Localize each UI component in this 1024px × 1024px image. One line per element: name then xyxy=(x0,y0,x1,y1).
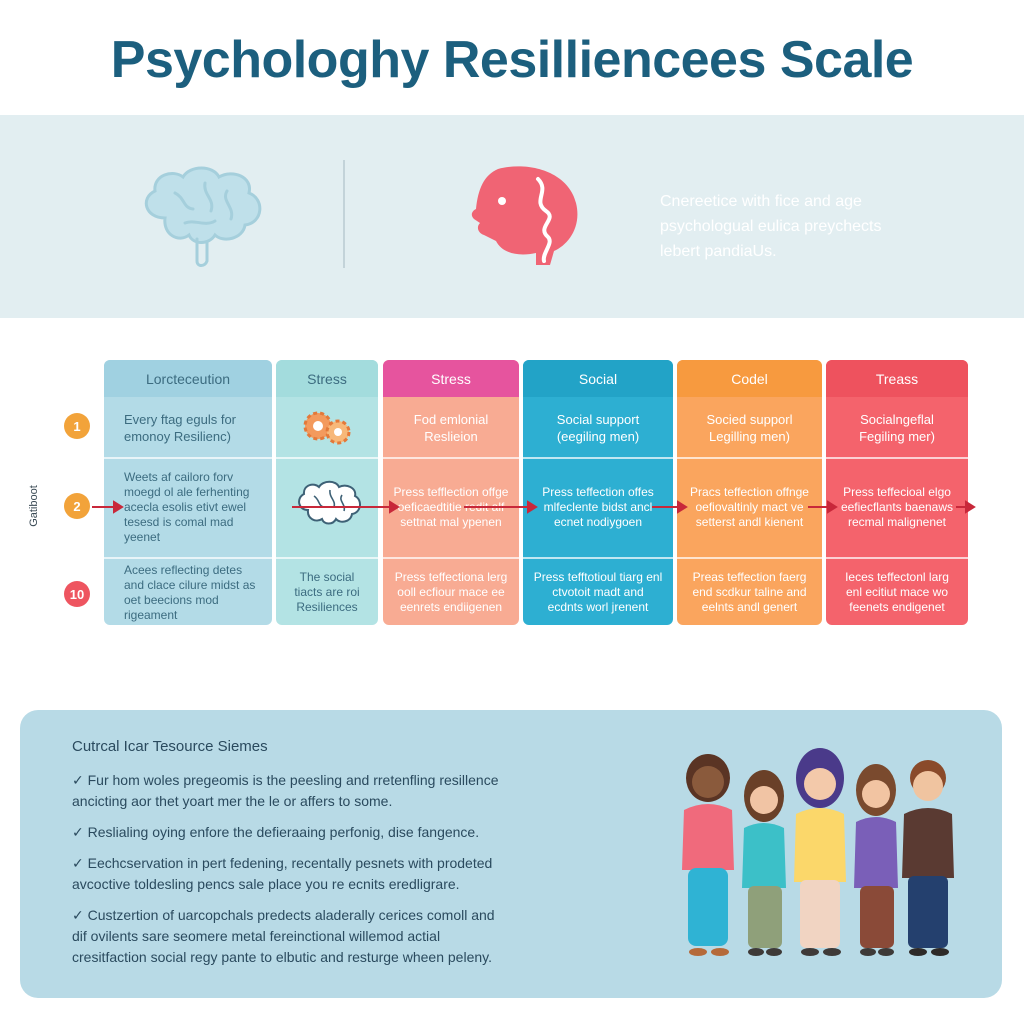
table-cell: Acees reflecting detes and clace cilure … xyxy=(124,562,256,622)
table-cell: Pracs teffection offnge oefiovaltinly ma… xyxy=(690,485,809,529)
table-cell: Social support (eegiling men) xyxy=(556,411,640,444)
page-title: Psychologhy Resilliencees Scale xyxy=(110,31,914,89)
list-item: ✓ Custzertion of uarcopchals predects al… xyxy=(72,905,632,968)
table-cell: Every ftag eguls for emonoy Resilienc) xyxy=(124,411,236,444)
row-divider xyxy=(677,457,822,459)
table-cell: Press tefftotioul tiarg enl ctvotoit mad… xyxy=(533,570,663,614)
column-header: Treass xyxy=(826,360,968,397)
table-cell: Socied supporl Legilling men) xyxy=(706,411,793,444)
column-stress: Stress The social tiacts are roi Resilie… xyxy=(276,360,378,625)
hero-banner: Cnereetice with fice and age psychologua… xyxy=(0,115,1024,318)
table-cell: Preas teffection faerg end scdkur taline… xyxy=(692,570,807,614)
table-cell: The social tiacts are roi Resiliences xyxy=(294,570,360,614)
bullet-line: ✓ Fur hom woles pregeomis is the peeslin… xyxy=(72,772,499,788)
bullet-line: cresitfaction social regy pante to elbut… xyxy=(72,949,492,965)
table-cell: Fod emlonial Reslieion xyxy=(413,411,489,444)
person-figure xyxy=(742,770,786,956)
row-divider xyxy=(826,457,968,459)
bullet-line: ancicting aor thet yoart mer the le or a… xyxy=(72,793,393,809)
column-codel: Codel Socied supporl Legilling men) Prac… xyxy=(677,360,822,625)
person-figure xyxy=(854,764,898,956)
column-header: Codel xyxy=(677,360,822,397)
table-cell: Press teffectiona lerg ooll ecfiour mace… xyxy=(394,570,508,614)
person-figure xyxy=(902,760,954,956)
bullet-line: ✓ Eechcservation in pert fedening, recen… xyxy=(72,855,493,871)
person-figure xyxy=(682,754,734,956)
column-header: Social xyxy=(523,360,673,397)
hero-text-line: Cnereetice with fice and age xyxy=(660,193,862,210)
list-item: ✓ Eechcservation in pert fedening, recen… xyxy=(72,853,632,895)
resources-panel: Cutrcal Icar Tesource Siemes ✓ Fur hom w… xyxy=(20,710,1002,998)
row-divider xyxy=(276,457,378,459)
column-lorcteceution: Lorcteceution Every ftag eguls for emono… xyxy=(104,360,272,625)
row-divider xyxy=(826,557,968,559)
resources-title: Cutrcal Icar Tesource Siemes xyxy=(72,738,268,755)
row-divider xyxy=(523,457,673,459)
table-cell: Ieces teffectonl larg enl ecitiut mace w… xyxy=(845,570,949,614)
column-stress-emotional: Stress Fod emlonial Reslieion Press teff… xyxy=(383,360,519,625)
row-divider xyxy=(104,457,272,459)
bullet-line: avcoctive toldesling pencs sale place yo… xyxy=(72,876,460,892)
row-divider xyxy=(276,557,378,559)
column-header: Lorcteceution xyxy=(104,360,272,397)
row-badge-1: 1 xyxy=(64,413,90,439)
hero-text-line: lebert pandiaUs. xyxy=(660,243,777,260)
column-social: Social Social support (eegiling men) Pre… xyxy=(523,360,673,625)
table-cell: Press teffection offes mlfeclente bidst … xyxy=(542,485,654,529)
person-figure xyxy=(794,748,846,956)
row-divider xyxy=(677,557,822,559)
row-axis-label: Gatiboot xyxy=(28,485,40,527)
row-badge-2: 2 xyxy=(64,493,90,519)
bullet-line: ✓ Custzertion of uarcopchals predects al… xyxy=(72,907,495,923)
head-profile-icon xyxy=(471,166,578,265)
hero-divider xyxy=(343,160,345,268)
table-cell: Press tefflection offge oeficaedtitie re… xyxy=(393,485,509,529)
bullet-line: ✓ Reslialing oying enfore the defieraain… xyxy=(72,824,480,840)
resources-list: ✓ Fur hom woles pregeomis is the peeslin… xyxy=(72,770,632,978)
hero-text-line: psychologual eulica preychects xyxy=(660,218,882,235)
row-divider xyxy=(523,557,673,559)
column-header: Stress xyxy=(383,360,519,397)
resilience-table: Lorcteceution Every ftag eguls for emono… xyxy=(104,360,968,625)
column-header: Stress xyxy=(276,360,378,397)
bullet-line: dif ovilents sare seomere metal fereinct… xyxy=(72,928,441,944)
table-cell: Socialngeflal Fegiling mer) xyxy=(859,411,935,444)
column-treass: Treass Socialngeflal Fegiling mer) Press… xyxy=(826,360,968,625)
hero-description: Cnereetice with fice and age psychologua… xyxy=(660,189,990,264)
people-group-illustration xyxy=(682,748,954,956)
table-cell: Press teffecioal elgo eefiecflants baena… xyxy=(840,485,954,529)
flow-arrows xyxy=(92,500,976,514)
row-divider xyxy=(104,557,272,559)
list-item: ✓ Reslialing oying enfore the defieraain… xyxy=(72,822,632,843)
brain-icon xyxy=(144,166,262,267)
row-divider xyxy=(383,457,519,459)
row-divider xyxy=(383,557,519,559)
table-cell: Weets af cailoro forv moegd ol ale ferhe… xyxy=(124,470,250,544)
list-item: ✓ Fur hom woles pregeomis is the peeslin… xyxy=(72,770,632,812)
row-badge-10: 10 xyxy=(64,581,90,607)
gears-icon xyxy=(303,411,351,445)
